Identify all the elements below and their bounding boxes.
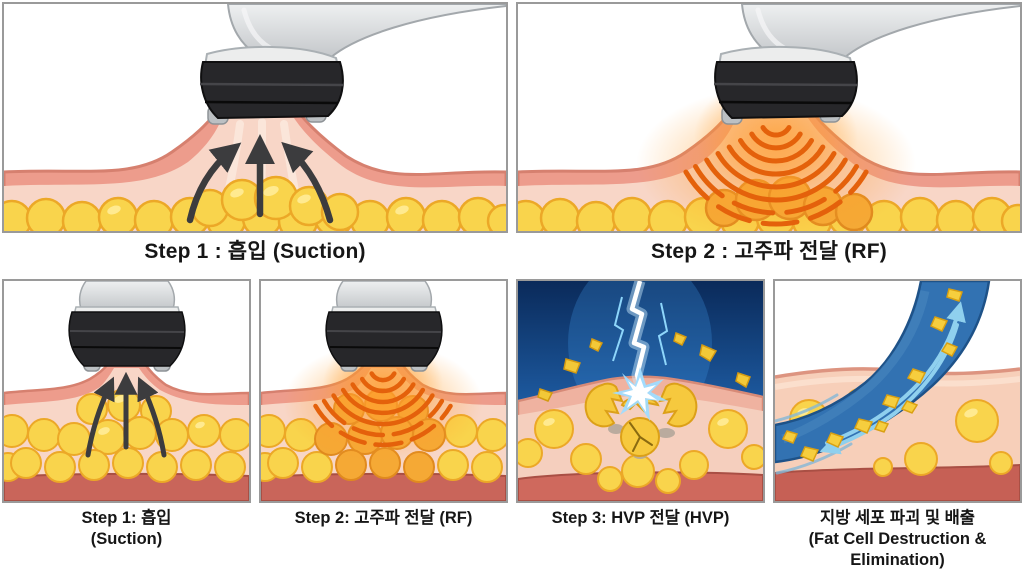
rf-illustration-large — [516, 2, 1022, 233]
panel-fat-elimination: 지방 세포 파괴 및 배출 (Fat Cell Destruction & El… — [773, 279, 1022, 569]
caption-line-1: Step 1: 흡입 — [81, 509, 172, 527]
caption-line-1: Step 3: HVP 전달 (HVP) — [551, 509, 730, 527]
panel-caption: Step 1 : 흡입 (Suction) — [144, 240, 366, 263]
top-row: Step 1 : 흡입 (Suction) — [2, 2, 1022, 279]
caption-line-1: Step 2: 고주파 전달 (RF) — [294, 509, 473, 527]
panel-step1-suction-small: Step 1: 흡입 (Suction) — [2, 279, 251, 550]
panel-caption: Step 1: 흡입 (Suction) — [82, 508, 172, 550]
panel-step2-rf-large: Step 2 : 고주파 전달 (RF) — [516, 2, 1022, 279]
handpiece-device — [68, 281, 186, 372]
panel-caption: 지방 세포 파괴 및 배출 (Fat Cell Destruction & El… — [773, 508, 1022, 569]
caption-line-1: 지방 세포 파괴 및 배출 — [820, 509, 975, 527]
panel-step2-rf-small: Step 2: 고주파 전달 (RF) — [259, 279, 508, 550]
suction-illustration-large — [2, 2, 508, 233]
handpiece-device — [325, 281, 443, 372]
muscle-layer — [775, 463, 1020, 501]
handpiece-device — [713, 4, 1020, 125]
panel-caption: Step 2 : 고주파 전달 (RF) — [651, 240, 887, 263]
elimination-illustration — [773, 279, 1022, 503]
impact-starburst — [612, 367, 668, 421]
panel-step1-suction-large: Step 1 : 흡입 (Suction) — [2, 2, 508, 279]
hvp-illustration — [516, 279, 765, 503]
flying-fat-fragments — [537, 331, 751, 402]
lightning-bolt — [612, 281, 669, 395]
rf-wave-arcs — [683, 125, 869, 227]
suction-arrows — [186, 134, 334, 224]
crack-lines — [629, 422, 653, 452]
handpiece-device — [199, 4, 506, 125]
suction-illustration-small — [2, 279, 251, 503]
drainage-branches — [775, 393, 853, 475]
fat-fragments-in-vessel — [781, 288, 963, 462]
bottom-row: Step 1: 흡입 (Suction) — [2, 279, 1022, 569]
caption-line-2: (Fat Cell Destruction & Elimination) — [808, 530, 987, 569]
rf-illustration-small — [259, 279, 508, 503]
rf-wave-arcs — [313, 371, 453, 448]
panel-caption: Step 3: HVP 전달 (HVP) — [552, 508, 730, 550]
panel-step3-hvp: Step 3: HVP 전달 (HVP) — [516, 279, 765, 550]
suction-arrows — [85, 371, 167, 458]
intact-fat-cells — [518, 409, 763, 494]
panel-caption: Step 2: 고주파 전달 (RF) — [295, 508, 473, 550]
caption-line-2: (Suction) — [90, 530, 163, 548]
